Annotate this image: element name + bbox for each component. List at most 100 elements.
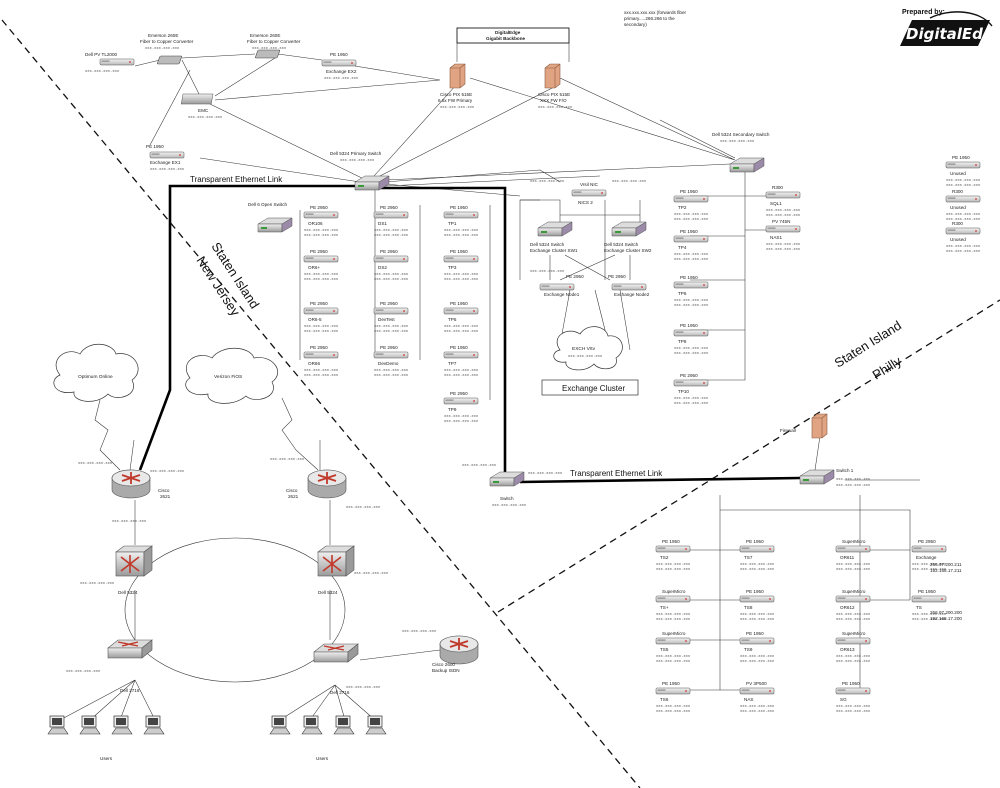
pix-failover-line2: XXX FW F/O [540, 98, 567, 103]
philly-server-3-0: PE 2950Exchangexxx.xxx.xxx.xxxxxx.xxx.xx… [911, 539, 947, 572]
philly-server-2-0-ip2: xxx.xxx.xxx.xxx [836, 568, 871, 572]
server-icon [655, 687, 691, 695]
ip-label: xxx.xxx.xxx.xxx [270, 458, 305, 462]
philly-server-2-0-host: OR611 [840, 555, 855, 560]
mid-server-1-1-ip: xxx.xxx.xxx.xxx [374, 273, 409, 277]
nyc-switch: Switch xxx.xxx.xxx.xxx xxx.xxx.xxx.xxx x… [462, 464, 563, 508]
mid-server-2-1-ip: xxx.xxx.xxx.xxx [444, 273, 479, 277]
nics2-label: NICS 2 [578, 200, 593, 205]
ip-label: xxx.xxx.xxx.xxx [836, 484, 871, 488]
philly-server-1-1-ip2: xxx.xxx.xxx.xxx [740, 618, 775, 622]
philly-server-1-1-ip: xxx.xxx.xxx.xxx [740, 613, 775, 617]
mid-server-2-2-ip: xxx.xxx.xxx.xxx [444, 325, 479, 329]
server-icon [945, 161, 981, 169]
users-right-label: Users [316, 756, 329, 761]
server-icon [835, 637, 871, 645]
philly-server-0-1-ip: xxx.xxx.xxx.xxx [656, 613, 691, 617]
mid-server-0-0-ip: xxx.xxx.xxx.xxx [304, 229, 339, 233]
ip-label: xxx.xxx.xxx.xxx [340, 159, 375, 163]
vlan-ip-label: xxx.xxx.xxx.xxx [530, 180, 565, 184]
philly-server-2-1-ip: xxx.xxx.xxx.xxx [836, 613, 871, 617]
optimum-cloud: Optimum Online [53, 343, 139, 402]
philly-servers: PE 1950TS2xxx.xxx.xxx.xxxxxx.xxx.xxx.xxx… [655, 539, 947, 714]
mid-server-0-1-ip: xxx.xxx.xxx.xxx [304, 273, 339, 277]
far-right-server-0-host: Unused [950, 171, 966, 176]
server-icon [765, 191, 801, 199]
philly-server-0-2: SuperMicroTS5xxx.xxx.xxx.xxxxxx.xxx.xxx.… [655, 631, 691, 664]
server-icon [373, 351, 409, 359]
mid-server-0-3: PE 2950OR66xxx.xxx.xxx.xxxxxx.xxx.xxx.xx… [303, 345, 339, 378]
philly-server-0-2-model: SuperMicro [662, 631, 686, 636]
far-right-server-0-model: PE 1950 [952, 155, 970, 160]
philly-server-1-0-model: PE 1950 [746, 539, 764, 544]
philly-server-1-3: PV 3P500NASxxx.xxx.xxx.xxxxxx.xxx.xxx.xx… [739, 681, 775, 714]
exchange-ex2-label: Exchange EX2 [326, 69, 357, 74]
philly-server-1-3-model: PV 3P500 [746, 681, 767, 686]
mid-server-2-0-ip2: xxx.xxx.xxx.xxx [444, 234, 479, 238]
mid-server-1-2: PE 2950DevTestxxx.xxx.xxx.xxxxxx.xxx.xxx… [373, 301, 409, 334]
philly-server-3-1-host: TS [916, 605, 922, 610]
server-icon [835, 545, 871, 553]
mid-server-2-0-ip: xxx.xxx.xxx.xxx [444, 229, 479, 233]
mid-server-2-1-model: PE 1950 [450, 249, 468, 254]
ip-label: xxx.xxx.xxx.xxx [528, 472, 563, 476]
converter1-line1: Emerson 260E [148, 33, 178, 38]
ip-label: xxx.xxx.xxx.xxx [720, 140, 755, 144]
server-icon [945, 195, 981, 203]
note-line1: xxx.xxx.xxx.xxx (forwards fiber [624, 10, 686, 15]
router-right-sub: 2621 [288, 494, 299, 499]
mid-server-0-3-ip: xxx.xxx.xxx.xxx [304, 369, 339, 373]
philly-server-0-2-ip: xxx.xxx.xxx.xxx [656, 655, 691, 659]
transparent-link-2-label: Transparent Ethernet Link [570, 469, 663, 478]
ip-label: xxx.xxx.xxx.xxx [150, 168, 185, 172]
ip-label: xxx.xxx.xxx.xxx [145, 47, 180, 51]
philly-server-0-0-model: PE 1950 [662, 539, 680, 544]
philly-server-3-1-ip2: xxx.xxx.xxx.xxx [912, 618, 947, 622]
philly-server-0-1: SuperMicroTS+xxx.xxx.xxx.xxxxxx.xxx.xxx.… [655, 589, 691, 622]
nyc-switch-label: Switch [500, 496, 514, 501]
philly-server-2-1-ip2: xxx.xxx.xxx.xxx [836, 618, 871, 622]
converter1-line2: Fiber to Copper Converter [140, 39, 194, 44]
server-icon [443, 255, 479, 263]
converter2-line1: Emerson 260E [250, 33, 280, 38]
philly-server-1-0-ip: xxx.xxx.xxx.xxx [740, 563, 775, 567]
mid-server-3-1-ip2: xxx.xxx.xxx.xxx [674, 258, 709, 262]
mid-server-2-4-host: TP9 [448, 407, 457, 412]
server-icon [303, 255, 339, 263]
transparent-link-1-label: Transparent Ethernet Link [190, 175, 283, 184]
far-right-server-1-host: Unused [950, 205, 966, 210]
mid-server-2-1-host: TP3 [448, 265, 457, 270]
ts-ip2: 192.168.17.200 [930, 616, 962, 621]
philly-server-2-1-model: SuperMicro [842, 589, 866, 594]
sw27-left-label: Dell 2716 [120, 688, 140, 693]
philly-server-0-3-model: PE 1950 [662, 681, 680, 686]
ip-label: xxx.xxx.xxx.xxx [252, 47, 287, 51]
mid-right-server-0-model: R300 [772, 185, 783, 190]
mid-server-2-1-ip2: xxx.xxx.xxx.xxx [444, 278, 479, 282]
server-icon [303, 351, 339, 359]
ip-label: xxx.xxx.xxx.xxx [836, 478, 871, 482]
philly-server-0-0-host: TS2 [660, 555, 669, 560]
far-right-server-2-model: R300 [952, 221, 963, 226]
mid-server-1-3-model: PE 2950 [380, 345, 398, 350]
mid-server-3-3-model: PE 1950 [680, 323, 698, 328]
mid-server-0-0: PE 2950OR106xxx.xxx.xxx.xxxxxx.xxx.xxx.x… [303, 205, 339, 238]
mid-server-1-0-model: PE 2950 [380, 205, 398, 210]
far-right-servers: PE 1950Unusedxxx.xxx.xxx.xxxxxx.xxx.xxx.… [945, 155, 981, 254]
philly-server-3-0-ip2: xxx.xxx.xxx.xxx [912, 568, 947, 572]
mid-server-0-2: PE 2950OR6-5xxx.xxx.xxx.xxxxxx.xxx.xxx.x… [303, 301, 339, 334]
philly-devices: Firewall Switch 1 xxx.xxx.xxx.xxx xxx.xx… [780, 413, 962, 621]
mid-server-0-3-ip2: xxx.xxx.xxx.xxx [304, 374, 339, 378]
mid-right-server-1-ip: xxx.xxx.xxx.xxx [766, 243, 801, 247]
far-right-server-0-ip: xxx.xxx.xxx.xxx [946, 179, 981, 183]
fiber-note: xxx.xxx.xxx.xxx (forwards fiber primary.… [624, 10, 686, 27]
mid-server-3-1-host: TP4 [678, 245, 687, 250]
far-right-server-1-model: R300 [952, 189, 963, 194]
